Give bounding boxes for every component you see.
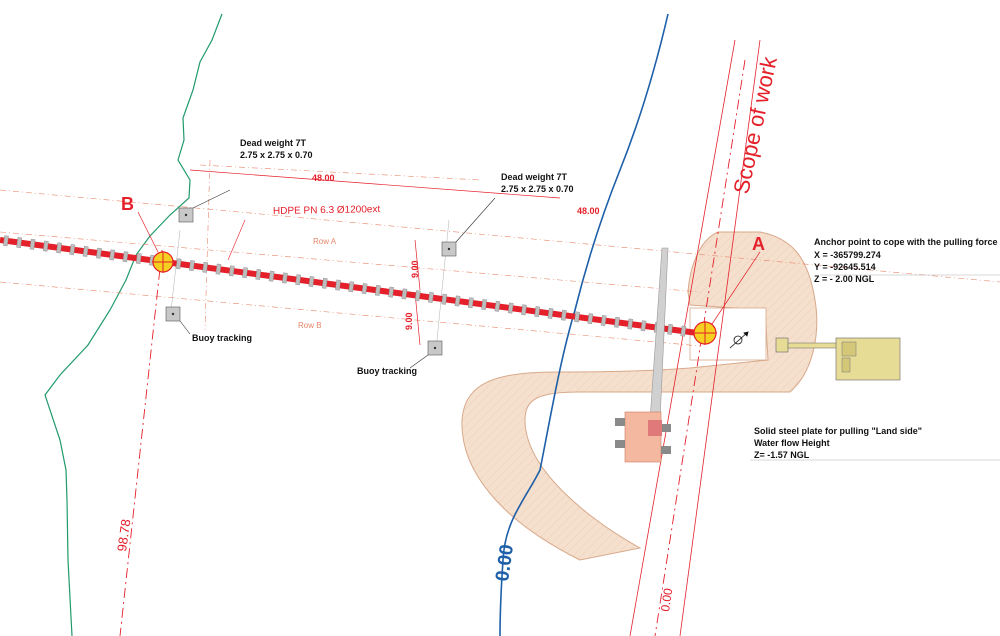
pipe-bead [414, 290, 421, 302]
pipe-bead [308, 276, 315, 287]
pipe-bead [295, 274, 302, 286]
anchor-target-icon [693, 251, 761, 345]
pipe-bead [268, 270, 275, 282]
pipe-bead [560, 309, 567, 321]
pipe-bead [587, 313, 594, 325]
pipe-bead [600, 315, 607, 326]
buoy-right-label: Buoy tracking [357, 366, 417, 376]
pipe-bead [175, 258, 182, 270]
scope-label: Scope of work [728, 54, 782, 197]
pipe-bead [242, 267, 248, 279]
earthwork-hatch [461, 232, 817, 560]
pipe-bead [202, 261, 209, 273]
anchor-note-title: Anchor point to cope with the pulling fo… [814, 237, 1000, 247]
plate-note-line2: Water flow Height [754, 438, 830, 448]
crane-icon [615, 247, 671, 463]
pipe-bead [627, 318, 634, 330]
deadweight-block-icon [178, 189, 496, 257]
pipe-bead [122, 251, 129, 263]
pipe-bead [29, 238, 36, 250]
contour-line [44, 13, 223, 636]
deadweight-right-title: Dead weight 7T [501, 172, 568, 182]
pipe-label: HDPE PN 6.3 Ø1200ext [273, 204, 381, 217]
buoy-left-label: Buoy tracking [192, 333, 252, 343]
pipe-bead [667, 323, 673, 335]
dim-48-left: 48.00 [312, 173, 335, 183]
dimension-lines [189, 169, 561, 346]
pipe-bead [428, 292, 434, 303]
pipe-bead [547, 307, 554, 319]
plate-note-title: Solid steel plate for pulling "Land side… [754, 426, 922, 436]
pipe-bead [401, 288, 408, 300]
pipe-bead [321, 277, 328, 289]
pipe-bead [215, 263, 222, 275]
plate-note-line3: Z= -1.57 NGL [754, 450, 810, 460]
anchor-note-x: X = -365799.274 [814, 250, 881, 260]
buoy-block-icon [165, 306, 443, 369]
pipe-bead [454, 295, 461, 307]
pipe-bead [614, 316, 620, 328]
deadweight-right-size: 2.75 x 2.75 x 0.70 [501, 184, 574, 194]
pipe-bead [16, 237, 23, 249]
anchor-note-y: Y = -92645.514 [814, 262, 876, 272]
pipe-bead [56, 242, 62, 254]
pipe-bead [255, 268, 262, 280]
row-b-label: Row B [298, 321, 322, 330]
pipe-bead [441, 293, 448, 305]
pipe-bead [3, 235, 9, 247]
pulling-machine-icon [775, 337, 901, 381]
pipe-leader [227, 219, 246, 261]
pipe-bead [388, 286, 395, 298]
pipe-bead [96, 247, 102, 259]
pipe-bead [521, 304, 527, 316]
pipe-bead [467, 297, 474, 309]
elevation-98-78: 98.78 [114, 518, 133, 552]
construction-lines [0, 159, 1000, 347]
pipe-bead [69, 244, 76, 256]
scope-lines [629, 39, 761, 636]
pipe-bead [228, 265, 235, 277]
pipe-bead [574, 311, 580, 323]
row-a-label: Row A [313, 237, 337, 246]
pipe-bead [481, 299, 487, 310]
pipe-bead [680, 325, 687, 337]
north-arrow-icon [729, 331, 749, 349]
pipe-bead [507, 302, 514, 314]
pipe-bead [361, 283, 368, 295]
pipe [0, 235, 706, 339]
elevation-0-blue: 0.00 [492, 543, 518, 583]
dim-9-b: 9.00 [404, 312, 414, 330]
anchor-note-z: Z = - 2.00 NGL [814, 274, 875, 284]
deadweight-left-size: 2.75 x 2.75 x 0.70 [240, 150, 313, 160]
pipe-bead [82, 245, 89, 257]
deadweight-left-title: Dead weight 7T [240, 138, 307, 148]
point-a-label: A [752, 234, 765, 254]
dim-9-a: 9.00 [410, 260, 420, 278]
pipe-bead [534, 306, 541, 318]
pipe-bead [189, 260, 195, 272]
pipe-bead [374, 284, 381, 296]
pipe-bead [335, 279, 341, 291]
elevation-0-red: 0.00 [658, 587, 675, 612]
pipe-bead [348, 281, 355, 293]
pipe-bead [494, 300, 501, 312]
waterline [499, 13, 669, 636]
point-b-marker [137, 211, 174, 273]
point-b-label: B [121, 194, 134, 214]
axis-lines [119, 59, 746, 636]
thin-leader-lines [169, 219, 1000, 461]
pipe-bead [135, 253, 142, 264]
dim-48-right: 48.00 [577, 206, 600, 216]
pipe-bead [42, 240, 49, 252]
pipe-bead [640, 320, 647, 332]
pipe-bead [109, 249, 116, 261]
pipe-bead [282, 272, 288, 284]
